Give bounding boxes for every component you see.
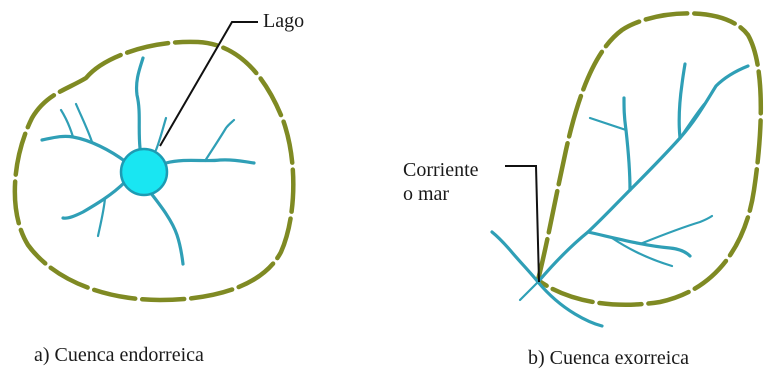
- tributary-right-twig: [638, 214, 714, 246]
- river-northeast: [154, 116, 168, 152]
- tributary-right: [586, 230, 692, 258]
- tributary-right-twig-2: [610, 236, 674, 268]
- outlet-label-line1: Corriente: [403, 159, 479, 181]
- river-northwest-branch-2: [59, 108, 75, 139]
- exorheic-basin: [490, 11, 764, 328]
- river-north: [134, 56, 145, 150]
- exorheic-basin-boundary: [535, 11, 764, 307]
- exorheic-drainage-network: [490, 62, 750, 328]
- endorheic-basin-boundary: [12, 39, 296, 303]
- endorheic-drainage-network: [40, 56, 256, 266]
- river-southwest-branch: [96, 196, 107, 238]
- river-east: [164, 158, 256, 165]
- river-southwest: [61, 180, 127, 220]
- river-east-branch: [203, 118, 236, 163]
- outlet-stream-west: [490, 230, 540, 284]
- lake: [119, 147, 169, 197]
- outlet-label-line2: o mar: [403, 183, 450, 205]
- river-southeast: [148, 190, 185, 266]
- endorheic-basin: [12, 21, 296, 303]
- caption-endorheic: a) Cuenca endorreica: [34, 344, 204, 366]
- outlet-leader-line: [505, 165, 540, 283]
- tributary-upper-left: [622, 96, 632, 192]
- river-northwest: [40, 134, 128, 164]
- outlet-stream-southwest: [518, 280, 540, 302]
- tributary-upper-middle: [677, 62, 687, 140]
- main-river: [536, 64, 750, 284]
- lake-label: Lago: [263, 10, 305, 32]
- tributary-upper-middle-twig: [678, 102, 706, 140]
- outlet-stream-south: [536, 280, 604, 328]
- lake-leader-line: [159, 21, 258, 147]
- river-northwest-branch: [74, 102, 94, 144]
- caption-exorheic: b) Cuenca exorreica: [528, 347, 690, 369]
- tributary-upper-left-twig: [588, 116, 628, 132]
